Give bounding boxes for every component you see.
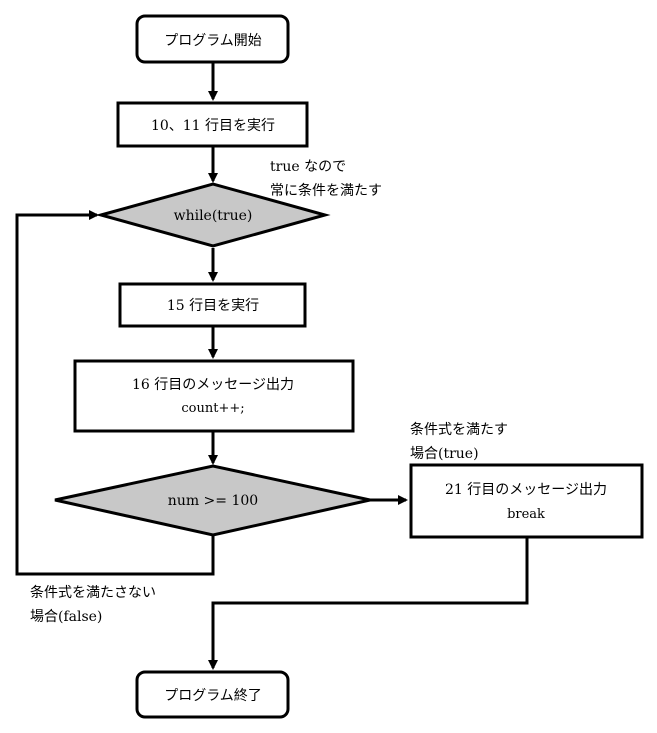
true-note-line1: 条件式を満たす xyxy=(410,421,508,438)
init-process xyxy=(116,101,309,148)
end-label: プログラム終了 xyxy=(164,688,262,704)
init-label: 10、11 行目を実行 xyxy=(151,118,275,134)
while-note-line2: 常に条件を満たす xyxy=(270,182,382,199)
line15-label: 15 行目を実行 xyxy=(167,298,259,314)
true-note-line2: 場合(true) xyxy=(410,446,479,462)
while-label: while(true) xyxy=(174,208,253,224)
line16-label: 16 行目のメッセージ出力 xyxy=(132,377,294,393)
start-label: プログラム開始 xyxy=(164,33,262,49)
line21-label: 21 行目のメッセージ出力 xyxy=(445,482,607,498)
num-decision xyxy=(54,464,371,537)
false-note-line1: 条件式を満たさない xyxy=(30,584,156,601)
line21-process xyxy=(409,463,644,539)
break-label: break xyxy=(507,507,545,522)
count-label: count++; xyxy=(181,401,244,416)
end-terminal xyxy=(135,670,290,719)
start-terminal xyxy=(135,14,290,64)
while-note-line1: true なので xyxy=(270,159,346,175)
line15-process xyxy=(118,282,307,328)
num-label: num >= 100 xyxy=(168,493,258,509)
arrow-num-false-loop xyxy=(15,210,215,576)
while-decision xyxy=(95,182,331,248)
arrow-break-to-end xyxy=(208,537,529,670)
false-note-line2: 場合(false) xyxy=(30,609,102,625)
line16-process xyxy=(73,359,355,433)
